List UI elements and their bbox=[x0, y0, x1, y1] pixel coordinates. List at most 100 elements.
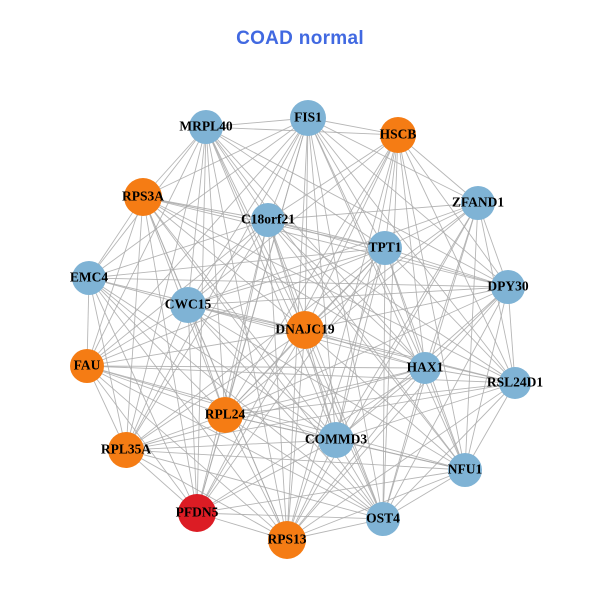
graph-edge bbox=[142, 196, 198, 514]
graph-edge bbox=[187, 202, 479, 306]
node-label: RPS3A bbox=[122, 189, 164, 204]
graph-node-tpt1[interactable]: TPT1 bbox=[368, 231, 402, 265]
node-circle[interactable] bbox=[409, 352, 441, 384]
graph-edge bbox=[382, 134, 399, 520]
node-circle[interactable] bbox=[368, 231, 402, 265]
graph-edge bbox=[125, 117, 309, 451]
graph-node-nfu1[interactable]: NFU1 bbox=[448, 453, 483, 487]
graph-edge bbox=[464, 202, 479, 471]
graph-edge bbox=[335, 202, 479, 441]
graph-edge bbox=[205, 126, 426, 369]
graph-edge bbox=[86, 126, 207, 367]
graph-edge bbox=[384, 247, 426, 369]
node-circle[interactable] bbox=[366, 502, 400, 536]
node-circle[interactable] bbox=[380, 117, 416, 153]
node-circle[interactable] bbox=[72, 261, 106, 295]
graph-node-hax1[interactable]: HAX1 bbox=[407, 352, 444, 384]
graph-node-commd3[interactable]: COMMD3 bbox=[305, 422, 367, 458]
node-label: OST4 bbox=[366, 511, 400, 526]
graph-edge bbox=[125, 126, 207, 451]
graph-node-rpl24[interactable]: RPL24 bbox=[205, 397, 246, 433]
graph-edge bbox=[335, 439, 466, 471]
graph-node-rps3a[interactable]: RPS3A bbox=[122, 178, 164, 216]
graph-edge bbox=[196, 469, 466, 514]
node-label: RPL35A bbox=[101, 442, 152, 457]
graph-node-emc4[interactable]: EMC4 bbox=[70, 261, 108, 295]
graph-node-mrpl40[interactable]: MRPL40 bbox=[179, 110, 233, 144]
graph-edge bbox=[304, 329, 426, 369]
graph-node-cwc15[interactable]: CWC15 bbox=[165, 287, 212, 323]
graph-edge bbox=[125, 329, 306, 451]
graph-edge bbox=[304, 329, 337, 441]
node-label: FAU bbox=[74, 358, 101, 373]
graph-node-rpl35a[interactable]: RPL35A bbox=[101, 432, 152, 468]
node-circle[interactable] bbox=[170, 287, 206, 323]
node-circle[interactable] bbox=[178, 494, 216, 532]
graph-edge bbox=[142, 196, 269, 221]
graph-edge bbox=[142, 196, 306, 331]
node-circle[interactable] bbox=[70, 349, 104, 383]
node-label: ZFAND1 bbox=[452, 195, 504, 210]
graph-edge bbox=[384, 247, 516, 384]
node-circle[interactable] bbox=[251, 203, 285, 237]
graph-node-c18orf21[interactable]: C18orf21 bbox=[241, 203, 295, 237]
node-circle[interactable] bbox=[124, 178, 162, 216]
graph-node-rps13[interactable]: RPS13 bbox=[267, 521, 307, 559]
graph-edge bbox=[267, 219, 386, 249]
graph-edge bbox=[86, 365, 226, 416]
node-circle[interactable] bbox=[448, 453, 482, 487]
graph-edge bbox=[196, 329, 306, 514]
node-circle[interactable] bbox=[189, 110, 223, 144]
node-circle[interactable] bbox=[499, 367, 531, 399]
graph-edge bbox=[382, 286, 509, 520]
node-circle[interactable] bbox=[268, 521, 306, 559]
graph-edge bbox=[187, 304, 516, 384]
graph-edge bbox=[307, 117, 509, 288]
graph-edge bbox=[304, 329, 516, 384]
graph-node-fau[interactable]: FAU bbox=[70, 349, 104, 383]
node-circle[interactable] bbox=[286, 311, 324, 349]
graph-edge bbox=[205, 126, 288, 541]
graph-edge bbox=[196, 512, 384, 520]
graph-node-rsl24d1[interactable]: RSL24D1 bbox=[487, 367, 544, 399]
graph-edge bbox=[86, 329, 306, 367]
graph-edge bbox=[187, 134, 399, 306]
node-label: FIS1 bbox=[294, 110, 322, 125]
graph-edge bbox=[224, 414, 384, 520]
graph-edge bbox=[86, 365, 337, 441]
graph-edge bbox=[142, 196, 509, 288]
graph-node-hscb[interactable]: HSCB bbox=[380, 117, 417, 153]
node-label: NFU1 bbox=[448, 462, 483, 477]
graph-node-dnajc19[interactable]: DNAJC19 bbox=[275, 311, 335, 349]
graph-node-fis1[interactable]: FIS1 bbox=[290, 100, 326, 136]
graph-edge bbox=[382, 382, 516, 520]
graph-node-zfand1[interactable]: ZFAND1 bbox=[452, 186, 504, 220]
node-label: C18orf21 bbox=[241, 212, 295, 227]
graph-node-ost4[interactable]: OST4 bbox=[366, 502, 400, 536]
graph-edge bbox=[86, 365, 288, 541]
graph-edge bbox=[196, 247, 386, 514]
node-circle[interactable] bbox=[461, 186, 495, 220]
graph-edge bbox=[187, 219, 269, 306]
node-circle[interactable] bbox=[318, 422, 354, 458]
graph-edge bbox=[86, 365, 466, 471]
node-label: TPT1 bbox=[368, 240, 401, 255]
node-label: MRPL40 bbox=[179, 119, 232, 134]
graph-edge bbox=[205, 126, 337, 441]
graph-node-pfdn5[interactable]: PFDN5 bbox=[176, 494, 219, 532]
graph-edge bbox=[286, 202, 479, 541]
graph-edge bbox=[88, 277, 384, 520]
graph-edge bbox=[125, 449, 288, 541]
graph-edge bbox=[187, 286, 509, 306]
graph-node-dpy30[interactable]: DPY30 bbox=[487, 270, 529, 304]
node-circle[interactable] bbox=[108, 432, 144, 468]
node-circle[interactable] bbox=[290, 100, 326, 136]
node-circle[interactable] bbox=[491, 270, 525, 304]
graph-edge bbox=[196, 367, 426, 514]
graph-edge bbox=[88, 277, 226, 416]
graph-edge bbox=[86, 304, 189, 367]
graph-edge bbox=[187, 304, 384, 520]
node-circle[interactable] bbox=[207, 397, 243, 433]
